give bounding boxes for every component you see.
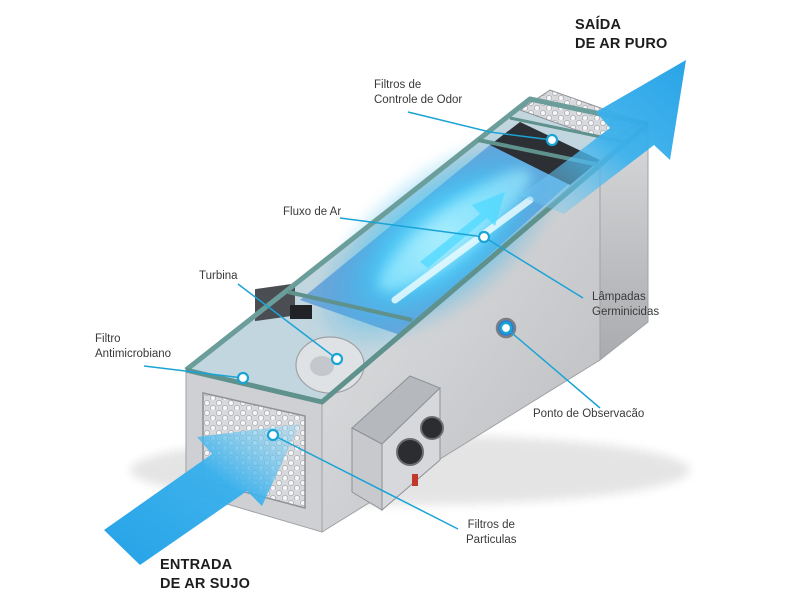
indicator-light (412, 474, 418, 486)
label-particle-line1: Filtros de (467, 519, 515, 531)
label-germicidal-line2: Germinicidas (592, 306, 660, 318)
marker-observation (499, 321, 513, 335)
callout-markers (236, 133, 559, 442)
label-antimicrobial-line2: Antimicrobiano (95, 348, 172, 360)
marker-airflow (477, 230, 491, 244)
marker-odor-filters (545, 133, 559, 147)
internal-airflow-arrow (420, 192, 505, 268)
leader-turbine (237, 283, 338, 360)
label-odor-filters-line2: Controle de Odor (374, 94, 463, 106)
callout-lines (143, 111, 601, 530)
turbine-hub (310, 356, 334, 376)
label-observation-text: Ponto de Observacão (533, 408, 645, 420)
label-airflow: Fluxo de Ar (283, 205, 341, 220)
label-antimicrobial-line1: Filtro (95, 333, 121, 345)
label-turbine-text: Turbina (199, 270, 238, 282)
outlet-title-line2: DE AR PURO (575, 36, 668, 52)
gauge-dial-2 (420, 416, 444, 440)
outlet-arrow (520, 60, 686, 214)
leader-antimicrobial (143, 365, 244, 379)
leader-germicidal (483, 236, 584, 299)
marker-turbine (330, 352, 344, 366)
label-particle-filters: Filtros de Particulas (466, 518, 517, 548)
label-antimicrobial-filter: Filtro Antimicrobiano (95, 332, 171, 362)
label-germicidal-lamps: Lâmpadas Germinicidas (592, 290, 659, 320)
inlet-title: ENTRADA DE AR SUJO (160, 556, 250, 594)
frame-divider-1 (287, 290, 413, 322)
leader-airflow (339, 217, 485, 238)
marker-particle (266, 428, 280, 442)
label-particle-line2: Particulas (466, 534, 517, 546)
label-odor-filters: Filtros de Controle de Odor (374, 78, 462, 108)
gauge-dial-1 (396, 438, 424, 466)
label-observation-point: Ponto de Observacão (533, 407, 644, 422)
label-germicidal-line1: Lâmpadas (592, 291, 646, 303)
germicidal-lamp-tube (391, 196, 534, 304)
inlet-arrow (104, 424, 300, 565)
leader-particle (272, 434, 459, 530)
label-turbine: Turbina (199, 269, 238, 284)
inlet-title-line2: DE AR SUJO (160, 576, 251, 592)
label-odor-filters-line1: Filtros de (374, 79, 422, 91)
marker-antimicrobial (236, 371, 250, 385)
inlet-title-line1: ENTRADA (160, 557, 233, 573)
outlet-title-line1: SAÍDA (575, 17, 622, 33)
label-airflow-text: Fluxo de Ar (283, 206, 342, 218)
motor-cap (290, 305, 312, 319)
outlet-title: SAÍDA DE AR PURO (575, 16, 668, 54)
frame-top-edge-front (185, 122, 650, 405)
leader-observation (505, 327, 601, 409)
leader-odor-filters (407, 111, 553, 141)
